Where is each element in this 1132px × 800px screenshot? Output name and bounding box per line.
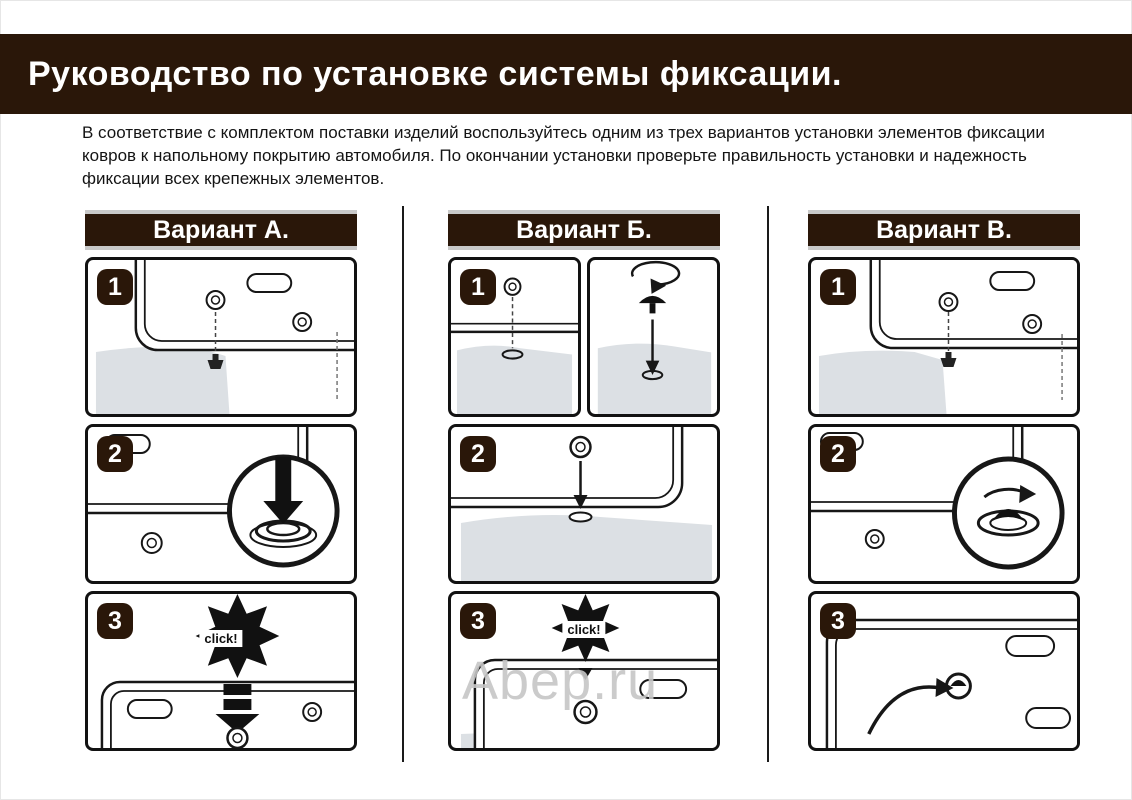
variant-b-step-1-right	[587, 257, 720, 417]
page-header: Руководство по установке системы фиксаци…	[0, 34, 1132, 114]
illustration-b2-insert	[451, 427, 713, 581]
variant-v-title: Вариант В.	[876, 215, 1012, 244]
illustration-b3-click	[460, 594, 717, 748]
down-arrow-icon	[275, 457, 292, 503]
illustration-v1-mat-and-pin	[818, 260, 1077, 414]
step-number-badge: 1	[460, 269, 496, 305]
illustration-b1-right-screw	[597, 260, 712, 414]
click-label: click!	[562, 621, 606, 638]
variant-v-header: Вариант В.	[808, 210, 1080, 250]
step-number-badge: 3	[97, 603, 133, 639]
variant-b-step-1-left: 1	[448, 257, 581, 417]
click-label: click!	[199, 630, 243, 647]
down-arrow-icon	[223, 684, 252, 695]
step-number-badge: 3	[460, 603, 496, 639]
variant-v-step-1-panel: 1	[808, 257, 1080, 417]
illustration-v3-locked	[825, 618, 1077, 748]
variant-v-column: Вариант В. 1 2	[808, 210, 1080, 758]
variant-a-header: Вариант А.	[85, 210, 357, 250]
illustration-a2-press-detail	[88, 427, 340, 568]
variant-b-step-3-panel: 3 click!	[448, 591, 720, 751]
turnlock-wing-icon	[992, 509, 1025, 521]
variant-b-header: Вариант Б.	[448, 210, 720, 250]
variant-v-step-3-panel: 3	[808, 591, 1080, 751]
variant-b-title: Вариант Б.	[516, 215, 652, 244]
variant-b-step-2-panel: 2	[448, 424, 720, 584]
step-number-badge: 1	[820, 269, 856, 305]
variant-a-column: Вариант А. 1 2	[85, 210, 357, 758]
step-number-badge: 1	[97, 269, 133, 305]
variant-a-step-2-panel: 2	[85, 424, 357, 584]
intro-text: В соответствие с комплектом поставки изд…	[82, 123, 1045, 188]
variant-a-step-1-panel: 1	[85, 257, 357, 417]
illustration-v2-turnlock-detail	[811, 427, 1065, 570]
step-number-badge: 2	[460, 436, 496, 472]
step-number-badge: 2	[97, 436, 133, 472]
variant-a-title: Вариант А.	[153, 215, 289, 244]
curved-arrow-icon	[867, 685, 941, 735]
turnlock-wing-icon	[950, 680, 967, 686]
step-number-badge: 3	[820, 603, 856, 639]
rotate-arrow-icon	[630, 260, 681, 286]
variant-b-step-1-panel: 1	[448, 257, 720, 417]
variant-a-step-3-panel: 3 click!	[85, 591, 357, 751]
page-title: Руководство по установке системы фиксаци…	[28, 54, 842, 93]
illustration-a1-mat-and-clip	[95, 260, 354, 414]
down-arrow-icon	[578, 668, 593, 680]
variant-v-step-2-panel: 2	[808, 424, 1080, 584]
screw-clip-icon	[638, 295, 667, 304]
variant-b-column: Вариант Б. 1	[448, 210, 720, 758]
column-divider	[767, 206, 769, 762]
column-divider	[402, 206, 404, 762]
step-number-badge: 2	[820, 436, 856, 472]
